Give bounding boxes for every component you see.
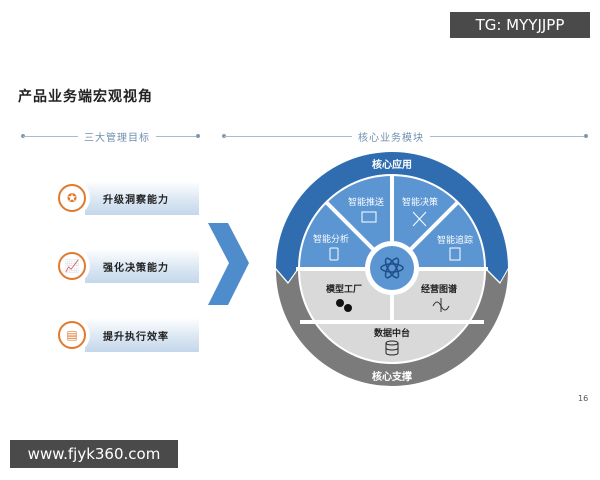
atom-icon <box>380 257 404 279</box>
goal-label: 强化决策能力 <box>103 263 169 274</box>
presentation-icon <box>361 211 377 223</box>
graph-icon <box>432 298 450 312</box>
tablet-icon <box>329 247 339 261</box>
growth-chart-icon: 📈 <box>58 252 86 280</box>
network-icon <box>412 211 427 227</box>
watermark-top: TG: MYYJJPP <box>450 12 590 38</box>
top-ring-label: 核心应用 <box>372 158 412 171</box>
page-title: 产品业务端宏观视角 <box>18 89 153 105</box>
gears-icon <box>336 299 352 312</box>
goal-item: 提升执行效率 <box>85 318 199 352</box>
top-ring <box>276 152 508 282</box>
award-icon: ✪ <box>58 184 86 212</box>
bottom-ring <box>276 270 508 386</box>
goal-item: 升级洞察能力 <box>85 181 199 215</box>
database-icon <box>385 340 399 356</box>
bottom-ring-label: 核心支撑 <box>372 370 412 383</box>
goal-item: 强化决策能力 <box>85 249 199 283</box>
watermark-bottom: www.fjyk360.com <box>10 440 178 468</box>
right-section-heading: 核心业务模块 <box>352 129 430 144</box>
divider-dot <box>584 134 588 138</box>
document-icon: ▤ <box>58 321 86 349</box>
document-icon <box>449 247 461 261</box>
app-label: 智能追踪 <box>437 234 473 246</box>
app-label: 智能推送 <box>348 196 384 208</box>
page-number: 16 <box>578 394 589 403</box>
support-label: 数据中台 <box>374 327 410 339</box>
goal-label: 升级洞察能力 <box>103 195 169 206</box>
app-label: 智能决策 <box>402 196 438 208</box>
core-hub <box>370 246 414 290</box>
divider-dot <box>196 134 200 138</box>
support-label: 模型工厂 <box>326 283 362 295</box>
support-label: 经营图谱 <box>421 283 457 295</box>
goal-label: 提升执行效率 <box>103 332 169 343</box>
app-label: 智能分析 <box>313 233 349 245</box>
chevron-arrow <box>208 223 249 305</box>
left-section-heading: 三大管理目标 <box>78 129 156 144</box>
